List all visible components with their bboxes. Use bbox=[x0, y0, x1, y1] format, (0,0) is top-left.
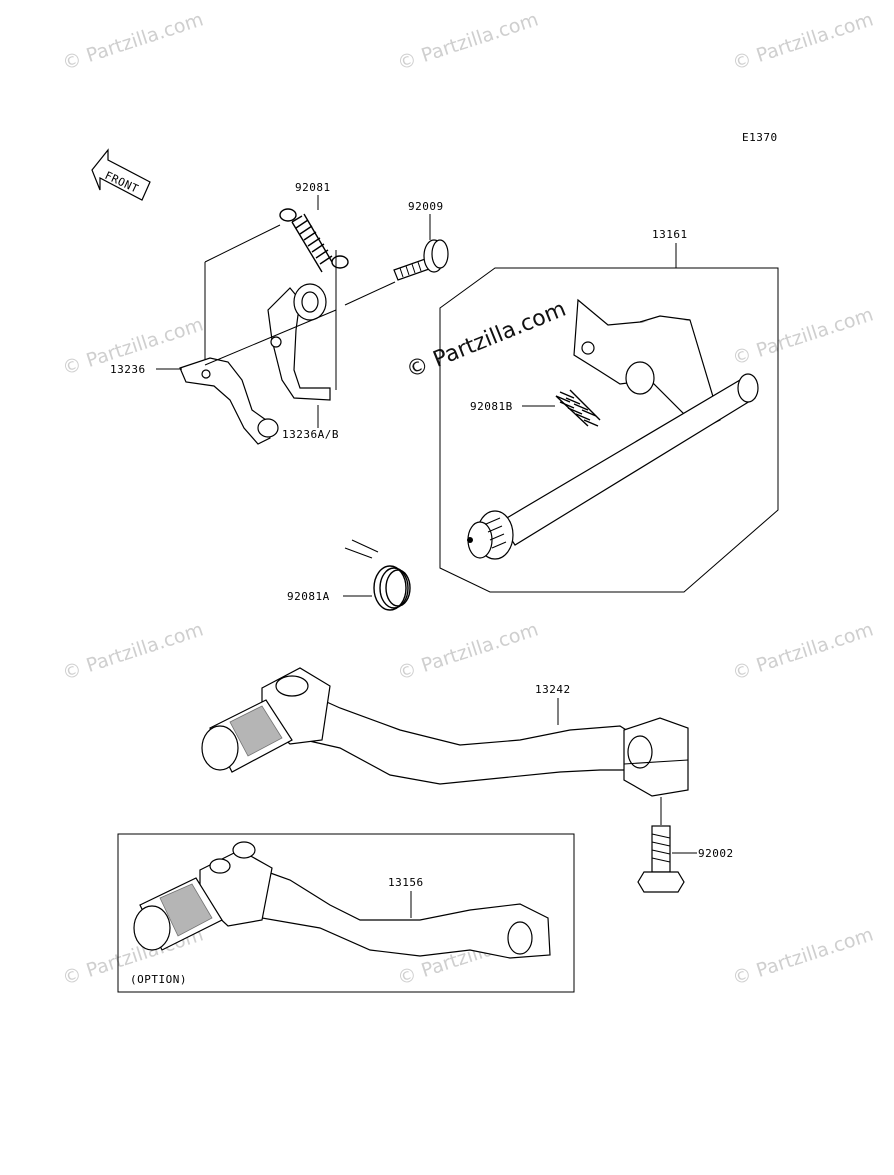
spring-92081-icon bbox=[279, 208, 349, 273]
bolt-92002-icon bbox=[637, 825, 685, 893]
shift-shaft-13161-icon bbox=[467, 298, 759, 560]
part-label-92081: 92081 bbox=[295, 181, 331, 194]
watermark: © Partzilla.com bbox=[730, 304, 876, 370]
part-label-92002: 92002 bbox=[698, 847, 734, 860]
group-border-13161 bbox=[439, 267, 779, 593]
part-label-13242: 13242 bbox=[535, 683, 571, 696]
watermark: © Partzilla.com bbox=[395, 9, 541, 75]
part-label-92081b: 92081B bbox=[470, 400, 513, 413]
watermark: © Partzilla.com bbox=[730, 924, 876, 990]
shift-pedal-13242-icon bbox=[201, 667, 689, 797]
watermark-group: © Partzilla.com © Partzilla.com © Partzi… bbox=[60, 9, 876, 990]
watermark: © Partzilla.com bbox=[730, 9, 876, 75]
group-bracket bbox=[204, 224, 337, 390]
option-label: (OPTION) bbox=[130, 973, 187, 986]
bolt-92009-icon bbox=[393, 239, 449, 281]
leader-line bbox=[344, 281, 396, 306]
watermark: © Partzilla.com bbox=[730, 619, 876, 685]
leader-line bbox=[204, 309, 337, 366]
part-label-13236: 13236 bbox=[110, 363, 146, 376]
watermark: © Partzilla.com bbox=[395, 619, 541, 685]
spring-92081a-icon bbox=[344, 539, 411, 611]
watermark: © Partzilla.com bbox=[60, 619, 206, 685]
watermark-center: © Partzilla.com bbox=[403, 297, 570, 384]
front-arrow-icon: FRONT bbox=[91, 148, 151, 201]
spring-92081b-icon bbox=[555, 389, 601, 427]
part-label-13236ab: 13236A/B bbox=[282, 428, 339, 441]
part-label-92081a: 92081A bbox=[287, 590, 330, 603]
diagram-code: E1370 bbox=[742, 131, 778, 144]
arm-13236-icon bbox=[179, 357, 279, 445]
watermark: © Partzilla.com bbox=[60, 9, 206, 75]
part-label-92009: 92009 bbox=[408, 200, 444, 213]
part-label-13156: 13156 bbox=[388, 876, 424, 889]
shift-pedal-13156-icon bbox=[133, 841, 551, 959]
option-box bbox=[117, 833, 575, 993]
bracket-13236ab-icon bbox=[267, 283, 331, 401]
part-label-13161: 13161 bbox=[652, 228, 688, 241]
